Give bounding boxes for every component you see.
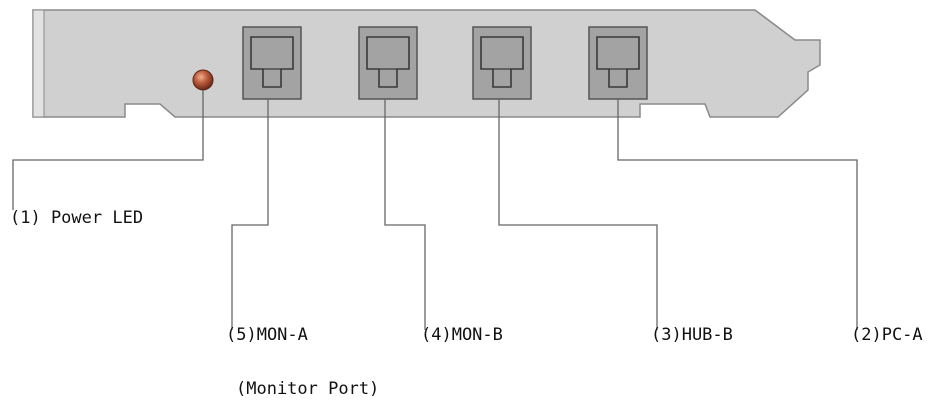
label-pc-a: (2)PC-A — [851, 325, 923, 345]
label-monitor-port-group: (Monitor Port) — [236, 379, 380, 399]
leader-line-mon-b — [384, 99, 426, 330]
port-hub-b — [472, 26, 532, 100]
port-mon-a — [242, 26, 302, 100]
leader-line-hub-b — [498, 99, 658, 330]
label-power-led: (1) Power LED — [10, 208, 144, 228]
leader-line-mon-a — [231, 99, 269, 330]
leader-line-pc-a — [617, 99, 858, 330]
label-mon-a: (5)MON-A — [226, 325, 308, 345]
power-led — [192, 69, 214, 91]
leader-line-power-led — [12, 90, 204, 210]
bracket-left-edge — [32, 9, 45, 118]
pci-bracket — [32, 9, 821, 118]
port-pc-a — [588, 26, 648, 100]
label-hub-b: (3)HUB-B — [651, 325, 733, 345]
port-mon-b — [358, 26, 418, 100]
label-mon-b: (4)MON-B — [421, 325, 503, 345]
